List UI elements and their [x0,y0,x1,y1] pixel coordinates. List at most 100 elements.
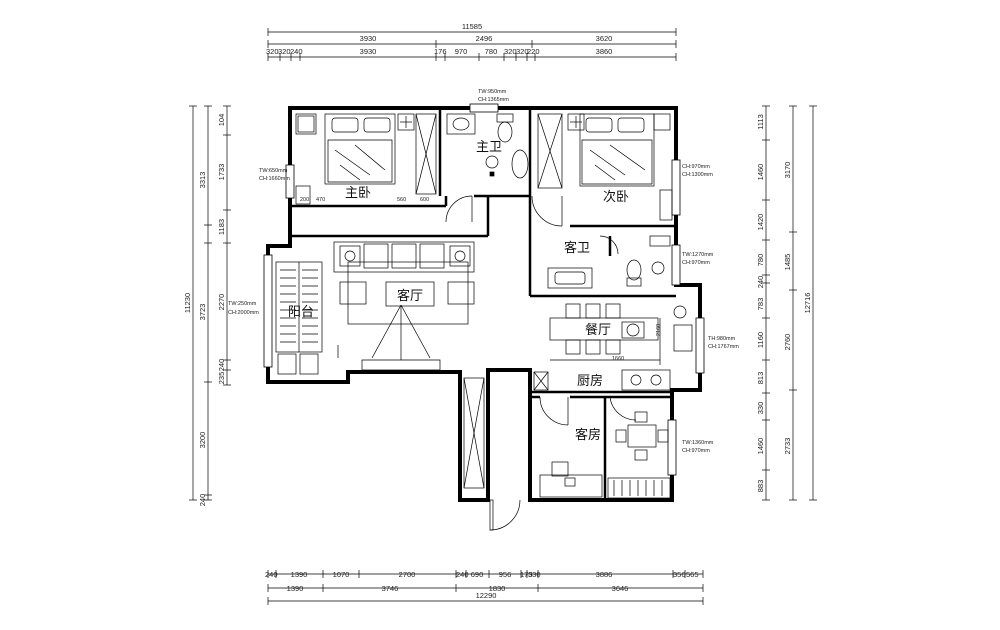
dim-right-inner-2: 1460 [756,164,765,181]
dim-bottom-mid-1: 1390 [287,584,304,593]
dim-left-inner-1: 104 [217,114,226,127]
dim-left-inner-3: 1183 [217,219,226,235]
label-dining-room: 餐厅 [585,322,611,338]
bedroom-dim-2: 470 [316,197,325,203]
guest-room-window-note-2: CH:970mm [682,448,710,454]
dim-bottom-total: 12290 [476,591,497,600]
dim-left-inner-4: 2270 [217,294,226,311]
second-bedroom-window-note-1: CH:970mm [682,164,710,170]
dim-left-outer-2: 3723 [198,304,207,321]
dim-top-mid-2: 2496 [476,34,493,43]
dim-bottom-seg-11: 356 [673,570,686,579]
dining-window-note-2: CH:1767mm [708,344,739,350]
dim-bottom-seg-3: 1070 [333,570,350,579]
dim-top-seg-11: 3860 [596,47,613,56]
label-master-bedroom: 主卧 [345,186,371,201]
balcony-window-note-2: CH:2000mm [228,310,259,316]
dim-top-seg-3: 240 [290,47,303,56]
dim-right-outer-4: 2733 [783,438,792,455]
guest-room-furniture [539,411,671,499]
balcony-window-note-1: TW:250mm [228,301,257,307]
dining-furniture [549,303,693,365]
top-dimensions: 11585 3930 2496 3620 320 320 240 3930 17… [266,22,677,61]
dim-top-seg-2: 320 [278,47,291,56]
dining-dim-1: 2160 [656,324,662,336]
dim-right-outer-1: 3170 [783,162,792,179]
master-bath-fixtures [446,113,529,179]
master-bath-window-note-2: CH:1365mm [478,97,509,103]
living-room-furniture [333,241,475,371]
room-labels: 主卧 主卫 次卧 客卫 客厅 阳台 餐厅 厨房 客房 [288,140,629,443]
dim-top-mid-1: 3930 [360,34,377,43]
dim-right-inner-11: 883 [756,480,765,493]
dim-right-inner-9: 330 [756,402,765,415]
dim-bottom-seg-4: 2700 [399,570,416,579]
guest-bath-window-note-1: TW:1270mm [682,252,714,258]
dim-bottom-seg-8: 175 [520,570,533,579]
dim-left-total: 11230 [183,293,192,313]
left-dimensions: 11230 3313 3723 3200 240 104 1733 1183 2… [183,105,231,507]
guest-bath-fixtures [547,235,671,289]
dim-right-inner-7: 1160 [756,332,765,348]
dim-bottom-mid-3: 1830 [489,584,506,593]
dim-right-outer-3: 2760 [783,334,792,351]
dim-bottom-mid-4: 3646 [612,584,629,593]
dim-top-seg-1: 320 [266,47,279,56]
dim-bottom-seg-7: 956 [499,570,512,579]
dim-top-mid-3: 3620 [596,34,613,43]
dim-right-inner-1: 1113 [756,114,765,130]
master-bedroom-furniture [295,113,437,205]
dim-top-seg-4: 3930 [360,47,377,56]
label-kitchen: 厨房 [577,373,603,389]
bottom-dimensions: 240 1390 1070 2700 240 690 956 175 330 3… [265,570,704,605]
label-guest-room: 客房 [575,427,601,443]
second-bedroom-window-note-2: CH:1300mm [682,172,713,178]
bedroom-dim-3: 560 [397,197,406,203]
dim-left-outer-3: 3200 [198,432,207,449]
dim-top-seg-5: 176 [434,47,447,56]
dim-right-total: 12716 [803,293,812,314]
dim-top-seg-6: 970 [455,47,468,56]
dim-right-inner-8: 813 [756,372,765,385]
label-second-bedroom: 次卧 [603,189,629,205]
dim-bottom-seg-9: 330 [528,570,541,579]
label-guest-bath: 客卫 [564,240,590,256]
windows [263,103,705,476]
master-bedroom-window-note-1: TW:650mm [259,168,288,174]
walls [266,106,702,502]
label-balcony: 阳台 [288,305,314,320]
label-master-bath: 主卫 [476,140,502,155]
dim-top-total: 11585 [462,22,482,31]
dim-right-outer-2: 1485 [783,254,792,271]
dim-bottom-mid-2: 3746 [382,584,399,593]
dim-left-outer-1: 3313 [198,172,207,189]
second-bedroom-furniture [537,113,673,221]
dim-right-inner-6: 783 [756,298,765,311]
dim-top-seg-10: 220 [527,47,540,56]
guest-room-window-note-1: TW:1360mm [682,440,714,446]
dim-bottom-seg-1: 240 [265,570,278,579]
dim-bottom-seg-5: 240 [456,570,469,579]
dim-top-seg-9: 320 [516,47,529,56]
kitchen-fixtures [533,369,671,391]
doors [445,195,637,531]
dining-window-note-1: TH:980mm [708,336,736,342]
balcony-furniture [275,261,339,375]
bedroom-dim-4: 600 [420,197,429,203]
dim-right-inner-5: 240 [756,276,765,289]
right-dimensions: 12716 3170 1485 2760 2733 1113 1460 1420… [756,105,817,501]
dim-right-inner-4: 780 [756,254,765,267]
label-living-room: 客厅 [397,288,423,304]
bedroom-dim-1: 200 [300,197,309,203]
dining-dim-2: 1660 [612,356,624,362]
guest-bath-window-note-2: CH:970mm [682,260,710,266]
master-bath-window-note-1: TW:950mm [478,89,507,95]
dim-bottom-seg-6: 690 [471,570,484,579]
dim-left-outer-4: 240 [198,494,207,507]
corridor-cabinet [463,377,485,489]
dim-bottom-seg-12: 565 [686,570,699,579]
dim-top-seg-7: 780 [485,47,498,56]
inner-walls [288,108,676,500]
dim-right-inner-10: 1460 [756,438,765,455]
dim-right-inner-3: 1420 [756,214,765,231]
